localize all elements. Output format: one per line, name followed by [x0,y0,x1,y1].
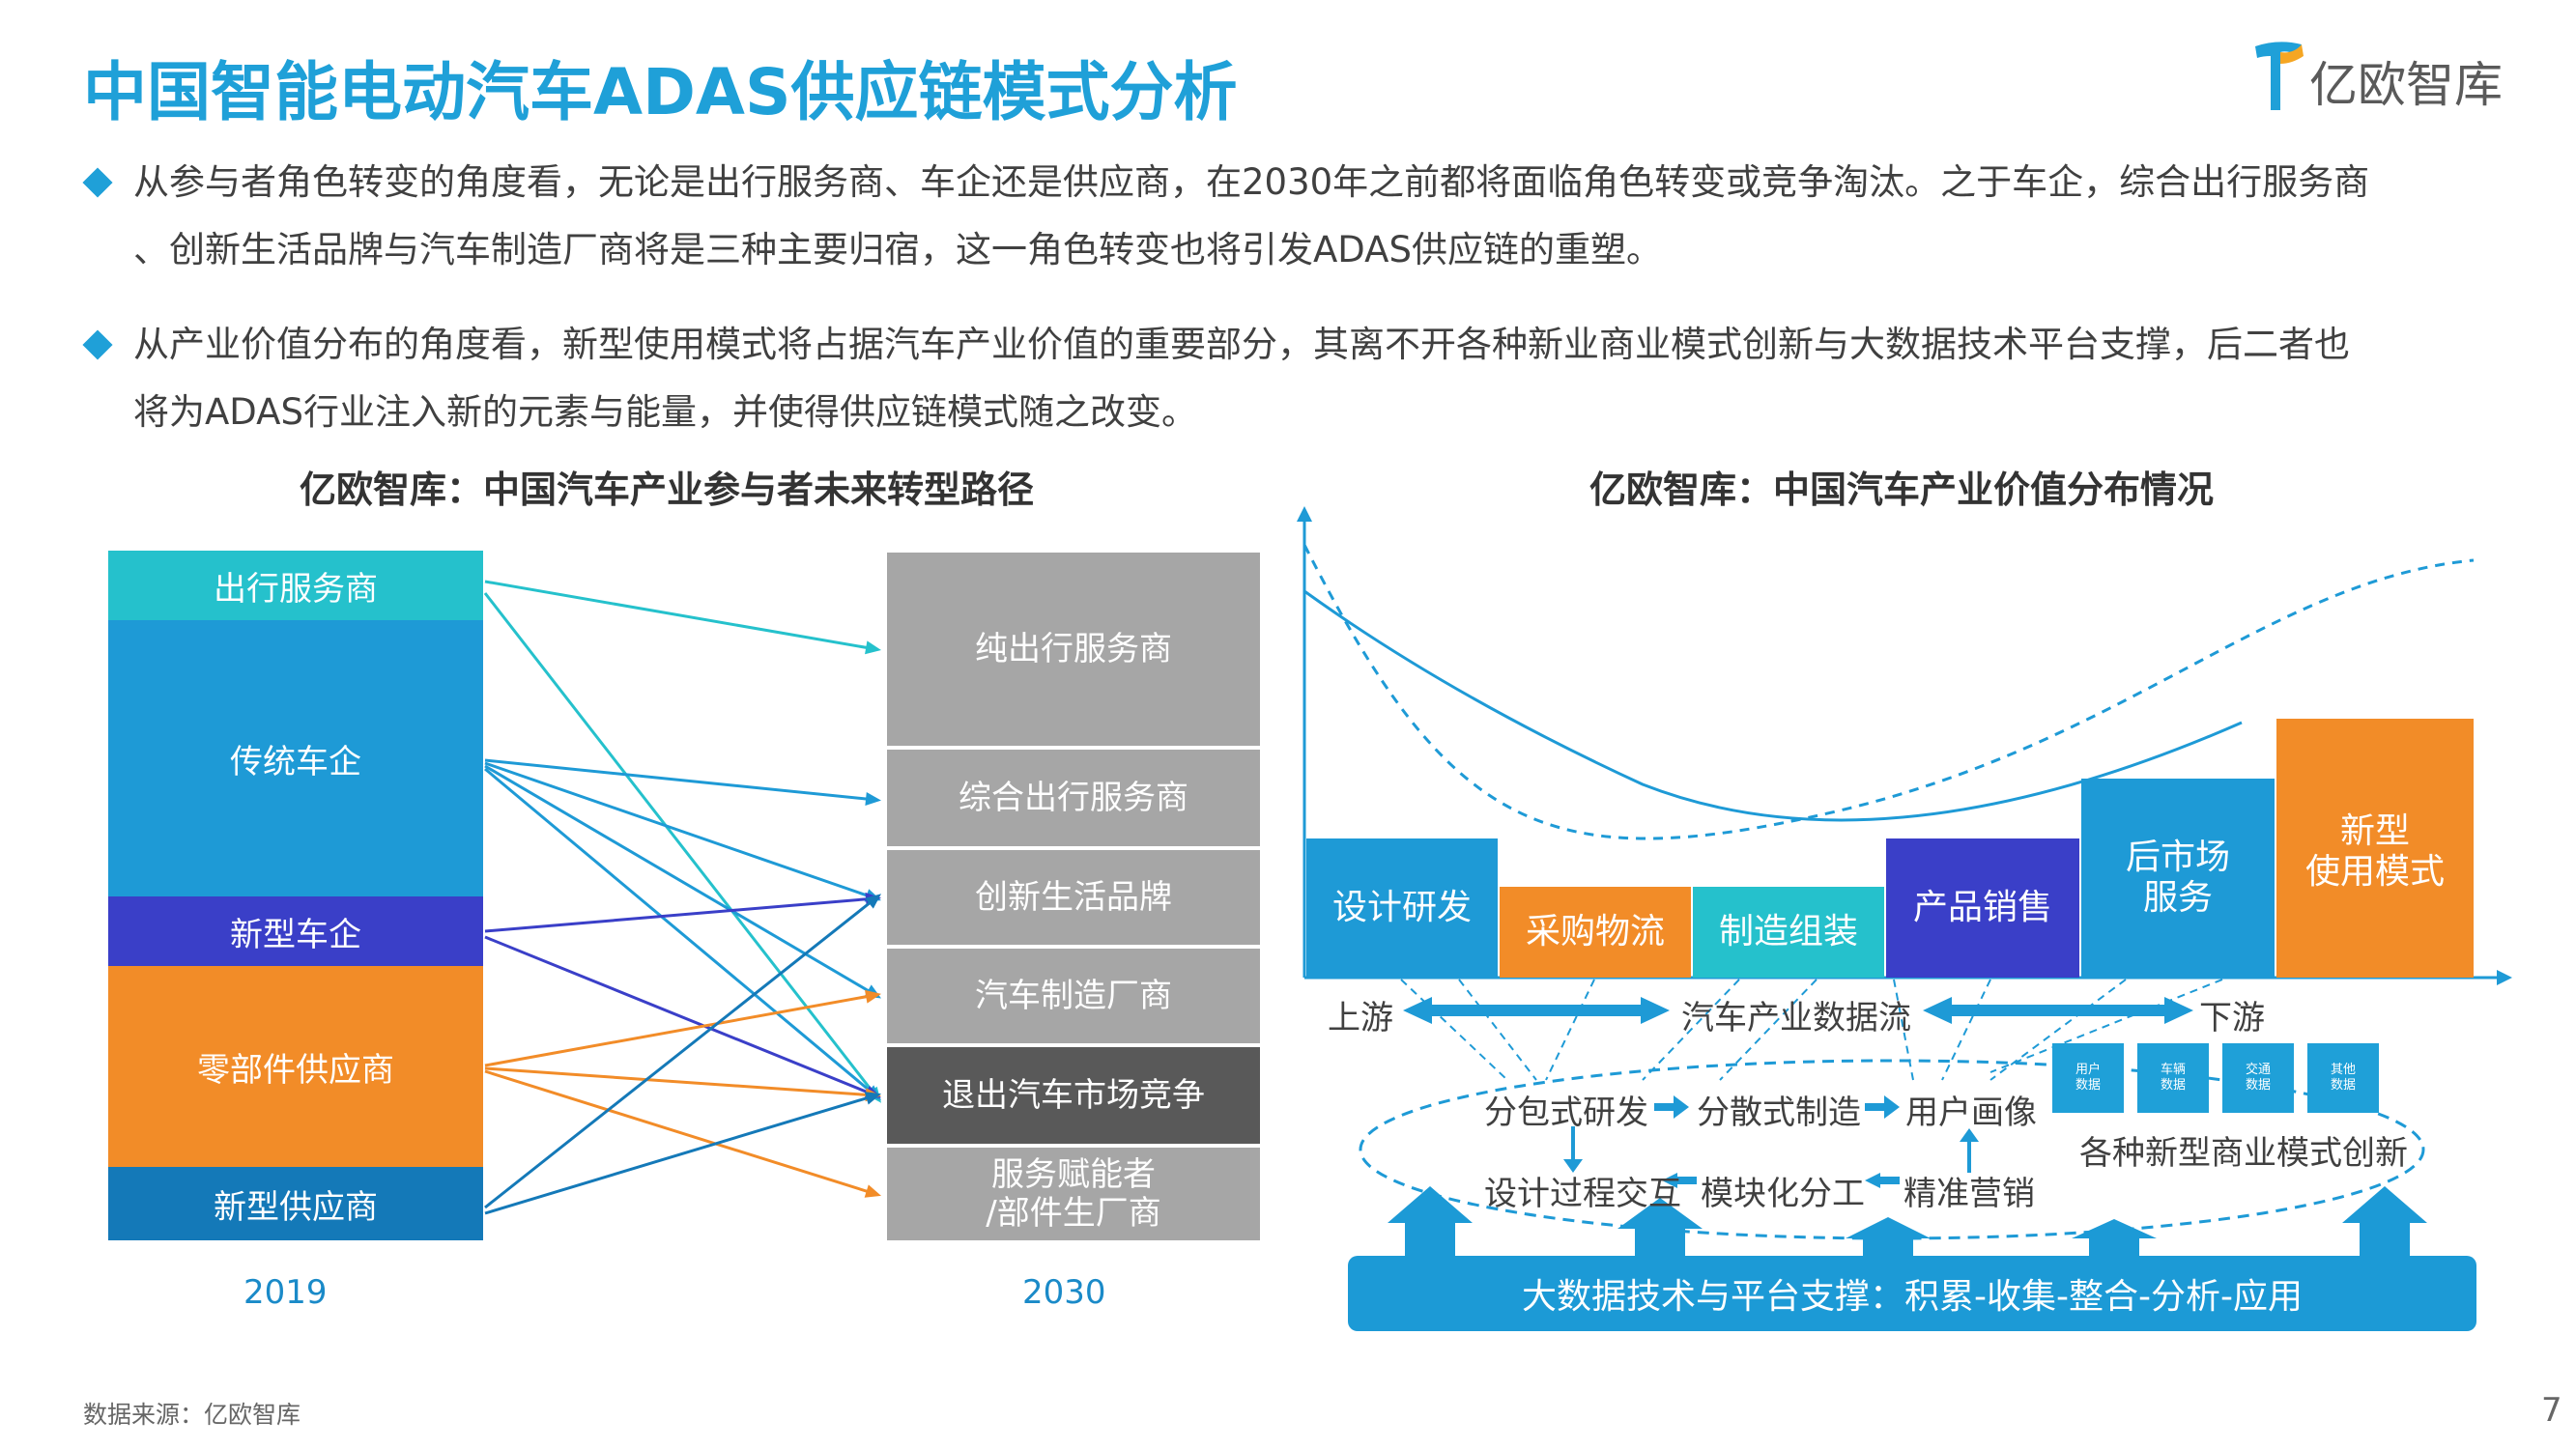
target-label: 汽车制造厂商 [975,977,1172,1015]
transition-link [483,592,877,1096]
bigdata-support-bar: 大数据技术与平台支撑：积累-收集-整合-分析-应用 [1348,1256,2476,1331]
target-label: 综合出行服务商 [959,779,1188,817]
stage-manufacturing: 制造组装 [1693,887,1884,978]
arrowhead-icon [865,640,881,655]
flow-arrows [1563,1095,1979,1188]
dataflow-label: 汽车产业数据流 [1681,999,1911,1037]
stage-label: 设计研发 [1331,888,1472,927]
data-box-label: 交通 数据 [2245,1063,2271,1093]
bullet-1: 从参与者角色转变的角度看，无论是出行服务商、车企还是供应商，在2030年之前都将… [82,149,2522,284]
target-label: 纯出行服务商 [975,630,1172,668]
bullet-2-line-2: 将为ADAS行业注入新的元素与能量，并使得供应链模式随之改变。 [133,391,1197,433]
data-box-label: 其他 数据 [2330,1063,2356,1093]
bullet-1-line-1: 从参与者角色转变的角度看，无论是出行服务商、车企还是供应商，在2030年之前都将… [133,161,2370,203]
value-curve-dashed [1302,544,2475,840]
source-box-traditional-oem: 传统车企 [108,620,483,896]
source-label: 新型供应商 [214,1187,378,1227]
stage-design-rd: 设计研发 [1306,838,1498,978]
source-box-parts-supplier: 零部件供应商 [108,966,483,1167]
bullet-2-line-1: 从产业价值分布的角度看，新型使用模式将占据汽车产业价值的重要部分，其离不开各种新… [133,324,2350,365]
transition-link [484,1066,876,1097]
transition-link [484,1069,876,1196]
source-box-mobility-provider: 出行服务商 [108,551,483,620]
arrowhead-icon [864,1184,881,1198]
support-arrows [1388,1186,2427,1256]
target-box-exit-market: 退出汽车市场竞争 [887,1047,1260,1144]
flow-precision-marketing: 精准营销 [1903,1175,2035,1213]
transition-link [484,1094,876,1215]
page-title: 中国智能电动汽车ADAS供应链模式分析 [83,55,1238,129]
target-box-lifestyle-brand: 创新生活品牌 [887,850,1260,945]
stage-connectors [1400,979,2223,1081]
data-box-label: 用户 数据 [2075,1063,2101,1093]
x-axis-arrow-icon [2497,970,2512,985]
target-box-service-enabler: 服务赋能者 /部件生厂商 [887,1148,1260,1240]
stage-new-usage: 新型 使用模式 [2276,719,2474,978]
bigdata-label: 大数据技术与平台支撑：积累-收集-整合-分析-应用 [1522,1277,2303,1317]
source-label: 出行服务商 [214,569,378,609]
target-box-integrated-mobility: 综合出行服务商 [887,750,1260,846]
transition-link [484,767,876,1097]
target-box-pure-mobility: 纯出行服务商 [887,553,1260,746]
stage-label: 后市场 服务 [2125,838,2230,918]
data-source: 数据来源：亿欧智库 [83,1401,301,1429]
page-number: 7 [2541,1391,2562,1430]
flow-distributed-manufacturing: 分散式制造 [1697,1094,1861,1132]
innovation-label: 各种新型商业模式创新 [2079,1134,2408,1173]
arrowhead-icon [865,792,881,806]
target-label: 服务赋能者 /部件生厂商 [986,1155,1161,1233]
bullet-1-line-2: 、创新生活品牌与汽车制造厂商将是三种主要归宿，这一角色转变也将引发ADAS供应链… [133,229,1662,270]
flow-outsourced-rd: 分包式研发 [1484,1094,1648,1132]
value-curve-solid [1303,589,2243,822]
stage-label: 新型 使用模式 [2304,811,2445,892]
stage-sales: 产品销售 [1886,838,2079,978]
flow-user-profile: 用户画像 [1905,1094,2037,1132]
transition-link [484,896,876,933]
dataflow-arrows [1403,997,2193,1024]
upstream-label: 上游 [1328,999,1393,1037]
transition-link [484,580,876,651]
stage-label: 采购物流 [1525,912,1665,952]
y-axis-arrow-icon [1297,506,1312,522]
arrowhead-icon [864,1092,881,1105]
left-chart-title: 亿欧智库：中国汽车产业参与者未来转型路径 [300,469,1035,511]
data-box-user: 用户 数据 [2052,1043,2124,1113]
data-box-label: 车辆 数据 [2160,1063,2186,1093]
brand-logo: 亿欧智库 [2251,39,2532,116]
target-box-vehicle-manufacturer: 汽车制造厂商 [887,949,1260,1043]
stage-label: 产品销售 [1912,888,2052,927]
downstream-label: 下游 [2199,999,2265,1037]
transition-link [484,758,876,802]
target-label: 退出汽车市场竞争 [942,1076,1205,1115]
yiou-logo-icon [2255,42,2304,110]
stage-label: 制造组装 [1718,912,1858,952]
transition-link [484,761,876,900]
transition-link [484,896,876,1209]
arrowhead-icon [865,989,881,1004]
source-box-new-supplier: 新型供应商 [108,1167,483,1240]
source-box-new-oem: 新型车企 [108,896,483,966]
transition-link [484,993,876,1067]
target-label: 创新生活品牌 [975,878,1172,917]
year-2019: 2019 [243,1273,328,1312]
arrowhead-icon [865,894,881,909]
flow-modular-division: 模块化分工 [1701,1175,1865,1213]
transition-link [484,764,876,997]
flow-design-interaction: 设计过程交互 [1484,1175,1681,1213]
data-box-vehicle: 车辆 数据 [2137,1043,2209,1113]
source-label: 传统车企 [230,742,361,781]
data-box-traffic: 交通 数据 [2222,1043,2294,1113]
stage-aftermarket: 后市场 服务 [2081,779,2275,978]
data-box-other: 其他 数据 [2307,1043,2379,1113]
year-2030: 2030 [1022,1273,1106,1312]
logo-text: 亿欧智库 [2309,57,2503,113]
transition-link [484,935,876,1097]
source-label: 零部件供应商 [197,1050,394,1090]
bullet-2: 从产业价值分布的角度看，新型使用模式将占据汽车产业价值的重要部分，其离不开各种新… [82,311,2522,446]
stage-procurement: 采购物流 [1500,887,1691,978]
right-chart-title: 亿欧智库：中国汽车产业价值分布情况 [1589,469,2215,511]
source-label: 新型车企 [230,915,361,954]
